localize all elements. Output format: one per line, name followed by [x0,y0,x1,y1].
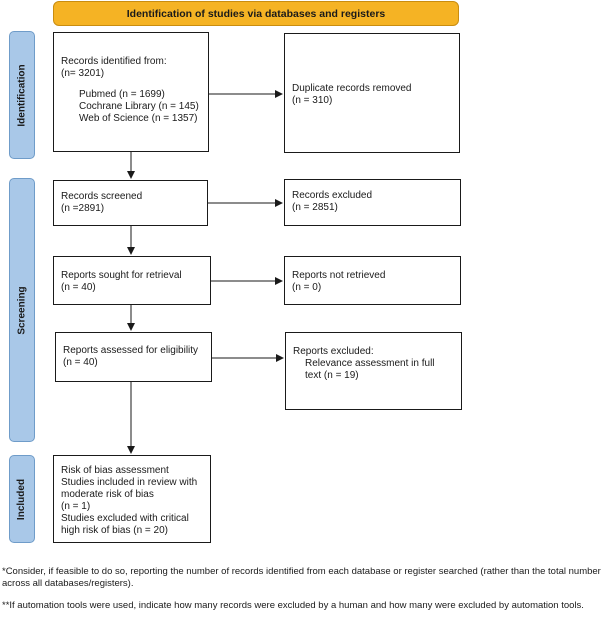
included-line-1: Risk of bias assessment [61,465,169,476]
reports-sought-count: (n = 40) [61,282,96,293]
records-excluded-box: Records excluded (n = 2851) [284,179,461,226]
records-excluded-title: Records excluded [292,190,373,201]
phase-identification: Identification [9,31,35,159]
included-line-3: moderate risk of bias [61,489,154,500]
reports-not-retrieved-count: (n = 0) [292,282,322,293]
included-line-4: (n = 1) [61,501,91,512]
source-web-of-science: Web of Science (n = 1357) [79,113,198,124]
reports-assessed-title: Reports assessed for eligibility [63,345,199,356]
duplicates-removed-title: Duplicate records removed [292,83,412,94]
records-identified-box: Records identified from: (n= 3201) Pubme… [53,32,209,152]
reports-sought-box: Reports sought for retrieval (n = 40) [53,256,211,305]
header-title: Identification of studies via databases … [126,7,386,20]
reports-not-retrieved-box: Reports not retrieved (n = 0) [284,256,461,305]
reports-assessed-box: Reports assessed for eligibility (n = 40… [55,332,212,382]
included-line-2: Studies included in review with [61,477,198,488]
duplicates-removed-box: Duplicate records removed (n = 310) [284,33,460,153]
reports-sought-title: Reports sought for retrieval [61,270,182,281]
included-box: Risk of bias assessment Studies included… [53,455,211,543]
diagram-header: Identification of studies via databases … [53,1,459,26]
reports-excluded-box: Reports excluded: Relevance assessment i… [285,332,462,410]
records-identified-title: Records identified from: [61,56,167,67]
phase-included: Included [9,455,35,543]
included-line-5: Studies excluded with critical [61,513,189,524]
reports-excluded-reason-line2: text (n = 19) [305,370,359,381]
source-pubmed: Pubmed (n = 1699) [79,89,165,100]
reports-not-retrieved-title: Reports not retrieved [292,270,386,281]
duplicates-removed-count: (n = 310) [292,95,333,106]
records-screened-box: Records screened (n =2891) [53,180,208,226]
records-excluded-count: (n = 2851) [292,202,338,213]
records-identified-count: (n= 3201) [61,68,105,79]
reports-assessed-count: (n = 40) [63,357,98,368]
included-line-6: high risk of bias (n = 20) [61,525,168,536]
footnote-1: *Consider, if feasible to do so, reporti… [2,566,601,589]
phase-screening: Screening [9,178,35,442]
source-cochrane: Cochrane Library (n = 145) [79,101,199,112]
reports-excluded-reason-line1: Relevance assessment in full [305,358,435,369]
reports-excluded-title: Reports excluded: [293,346,374,357]
records-screened-title: Records screened [61,191,143,202]
footnote-2: **If automation tools were used, indicat… [2,600,584,611]
records-screened-count: (n =2891) [61,203,105,214]
